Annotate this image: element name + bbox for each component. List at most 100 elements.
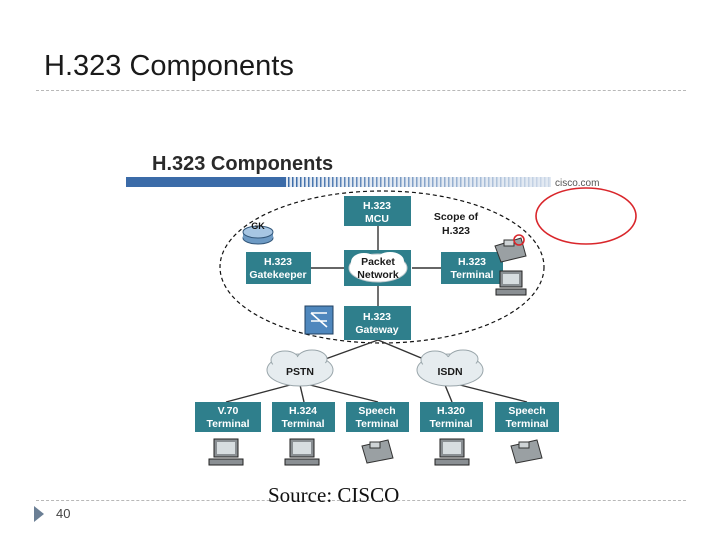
banner-stripes — [286, 177, 551, 187]
source-caption: Source: CISCO — [268, 483, 400, 507]
banner-stripe — [300, 177, 302, 187]
pstn-cloud: PSTN — [266, 349, 334, 387]
banner-stripe — [332, 177, 334, 187]
pc-icon — [434, 438, 470, 466]
svg-text:V.70: V.70 — [218, 405, 239, 417]
banner-stripe — [428, 177, 430, 187]
banner-stripe — [380, 177, 382, 187]
svg-text:ISDN: ISDN — [437, 366, 462, 378]
banner-stripe — [452, 177, 454, 187]
banner-stripe — [488, 177, 490, 187]
svg-text:Terminal: Terminal — [207, 418, 250, 430]
banner-stripe — [512, 177, 514, 187]
banner-stripe — [444, 177, 446, 187]
svg-text:Gateway: Gateway — [355, 324, 398, 336]
banner-stripe — [528, 177, 530, 187]
banner-stripe — [520, 177, 522, 187]
banner-stripe — [316, 177, 318, 187]
gk-label: GK — [251, 221, 265, 231]
scope-label-line2: H.323 — [442, 225, 470, 237]
gateway-box: H.323 Gateway — [344, 306, 411, 340]
isdn-cloud: ISDN — [416, 349, 484, 387]
banner-stripe — [364, 177, 366, 187]
banner-stripe — [460, 177, 462, 187]
banner-stripe — [360, 177, 362, 187]
banner-stripe — [420, 177, 422, 187]
svg-text:Speech: Speech — [358, 405, 395, 417]
svg-text:PSTN: PSTN — [286, 366, 314, 378]
banner-stripe — [320, 177, 322, 187]
banner-stripe — [368, 177, 370, 187]
banner-stripe — [484, 177, 486, 187]
banner-stripe — [524, 177, 526, 187]
banner-stripe — [472, 177, 474, 187]
banner-stripe — [344, 177, 346, 187]
scope-ellipse — [219, 190, 545, 344]
h324-terminal-box: H.324 Terminal — [272, 402, 335, 432]
banner-stripe — [492, 177, 494, 187]
phone-icon — [510, 439, 543, 464]
banner-stripe — [468, 177, 470, 187]
phone-icon — [361, 439, 394, 464]
svg-text:H.320: H.320 — [437, 405, 465, 417]
ip-phone-icon — [494, 237, 527, 263]
annotation-dot — [513, 234, 525, 246]
svg-text:H.323: H.323 — [363, 200, 391, 212]
banner-stripe — [424, 177, 426, 187]
title-divider — [36, 90, 686, 91]
svg-text:Terminal: Terminal — [356, 418, 399, 430]
banner-stripe — [336, 177, 338, 187]
banner-stripe — [376, 177, 378, 187]
banner-stripe — [532, 177, 534, 187]
svg-text:H.324: H.324 — [289, 405, 317, 417]
banner-bar — [126, 177, 286, 187]
v70-terminal-box: V.70 Terminal — [195, 402, 261, 432]
banner-stripe — [396, 177, 398, 187]
figure-title: H.323 Components — [152, 153, 333, 175]
pc-icon — [208, 438, 244, 466]
svg-text:Network: Network — [357, 269, 399, 281]
banner-stripe — [356, 177, 358, 187]
mcu-box: H.323 MCU — [344, 196, 411, 226]
svg-text:MCU: MCU — [365, 213, 389, 225]
speech-terminal-box-2: Speech Terminal — [495, 402, 559, 432]
banner-stripe — [448, 177, 450, 187]
banner-stripe — [296, 177, 298, 187]
banner-stripe — [480, 177, 482, 187]
svg-text:H.323: H.323 — [363, 311, 391, 323]
svg-text:H.323: H.323 — [264, 256, 292, 268]
banner-stripe — [440, 177, 442, 187]
banner-stripe — [476, 177, 478, 187]
svg-text:Gatekeeper: Gatekeeper — [249, 269, 306, 281]
banner-stripe — [324, 177, 326, 187]
banner-stripe — [388, 177, 390, 187]
banner-stripe — [536, 177, 538, 187]
banner-stripe — [416, 177, 418, 187]
banner-stripe — [456, 177, 458, 187]
banner-stripe — [540, 177, 542, 187]
pc-icon — [284, 438, 320, 466]
gatekeeper-box: H.323 Gatekeeper — [246, 252, 311, 284]
banner-stripe — [372, 177, 374, 187]
scope-label-line1: Scope of — [434, 211, 479, 223]
banner-stripe — [352, 177, 354, 187]
gateway-switch-icon — [304, 305, 334, 335]
h320-terminal-box: H.320 Terminal — [420, 402, 483, 432]
packet-network-cloud: Packet Network — [344, 250, 411, 286]
footer-divider — [36, 500, 686, 501]
h323-terminal-box: H.323 Terminal — [441, 252, 503, 284]
banner-stripe — [464, 177, 466, 187]
banner-stripe — [312, 177, 314, 187]
banner-stripe — [500, 177, 502, 187]
svg-text:Terminal: Terminal — [430, 418, 473, 430]
banner-stripe — [340, 177, 342, 187]
banner-stripe — [508, 177, 510, 187]
banner-stripe — [516, 177, 518, 187]
svg-text:Packet: Packet — [361, 256, 395, 268]
banner-stripe — [504, 177, 506, 187]
svg-text:Speech: Speech — [508, 405, 545, 417]
banner-stripe — [496, 177, 498, 187]
banner-stripe — [404, 177, 406, 187]
footer-arrow-icon — [34, 506, 44, 522]
